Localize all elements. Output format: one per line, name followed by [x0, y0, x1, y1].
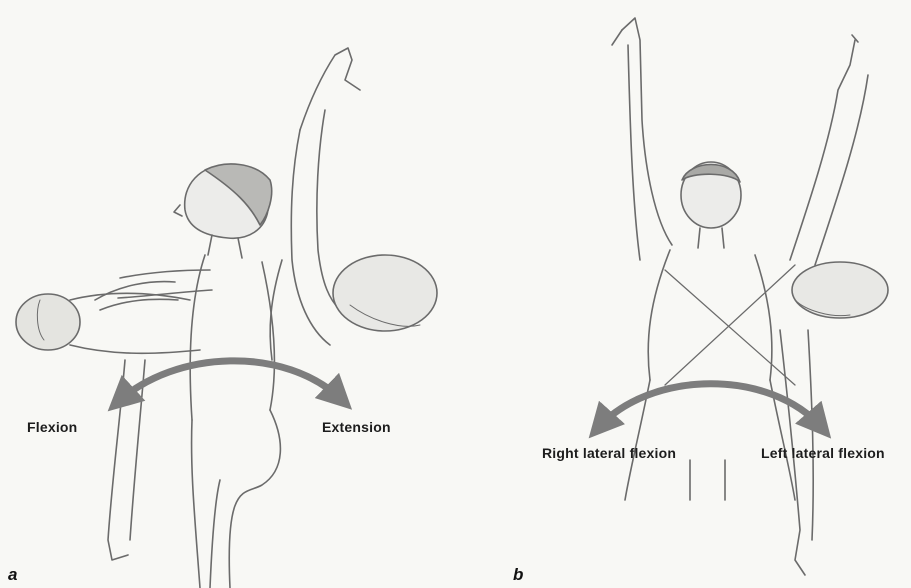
panel-a-letter: a: [8, 565, 17, 585]
panel-a-illustration: [16, 48, 437, 588]
curved-double-arrow-a: [118, 361, 342, 402]
laterally-flexed-figure-sketch: [780, 35, 888, 575]
extension-label: Extension: [322, 419, 391, 435]
extended-figure-sketch: [108, 48, 437, 560]
panel-b-illustration: [598, 18, 888, 575]
flexed-figure-sketch: [16, 282, 200, 354]
left-lateral-flexion-label: Left lateral flexion: [761, 445, 885, 461]
flexion-label: Flexion: [27, 419, 77, 435]
upright-figure-sketch: [118, 164, 280, 588]
frontal-upright-figure-sketch: [612, 18, 795, 500]
right-lateral-flexion-label: Right lateral flexion: [542, 445, 676, 461]
panel-b-letter: b: [513, 565, 523, 585]
